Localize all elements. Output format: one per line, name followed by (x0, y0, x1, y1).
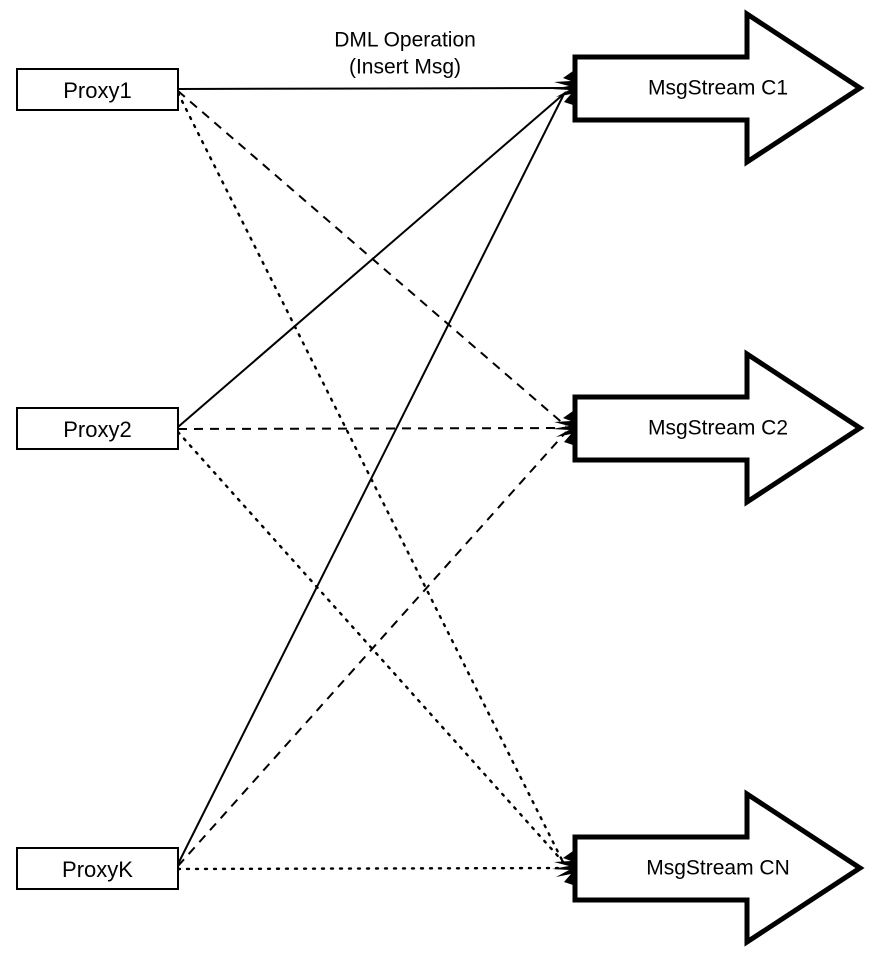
msgstream-stream-c1[interactable]: MsgStream C1 (572, 9, 865, 167)
proxy-node-proxy1[interactable]: Proxy1 (16, 68, 179, 111)
edge-caption-line1: DML Operation (334, 29, 476, 52)
proxy2-box (16, 407, 179, 450)
connections-layer (176, 87, 570, 871)
proxy-node-proxyk[interactable]: ProxyK (16, 847, 179, 890)
stream-c1-label: MsgStream C1 (648, 77, 788, 100)
arrowhead-head-c2 (552, 411, 573, 445)
connection-pk-c2 (177, 431, 567, 867)
stream-cn-shape (572, 789, 865, 947)
proxy-node-proxy2[interactable]: Proxy2 (16, 407, 179, 450)
arrowhead-head-cn (552, 851, 573, 885)
proxy1-box (16, 68, 179, 111)
msgstream-stream-c2[interactable]: MsgStream C2 (572, 349, 865, 507)
stream-c2-shape (572, 349, 865, 507)
edge-caption-line2: (Insert Msg) (349, 56, 461, 79)
edge-caption: DML Operation (Insert Msg) (334, 29, 476, 79)
connection-p2-c2 (177, 427, 569, 430)
arrowheads-layer (552, 71, 573, 885)
connection-p1-c1 (177, 87, 569, 90)
connection-p2-cn (176, 430, 567, 866)
msgstream-targets-layer: MsgStream C1 MsgStream C2 MsgStream CN (572, 9, 865, 947)
connection-pk-c1 (177, 93, 565, 865)
proxyk-box (16, 847, 179, 890)
connection-p2-c1 (177, 91, 567, 428)
connection-pk-cn (176, 866, 570, 871)
msgstream-stream-cn[interactable]: MsgStream CN (572, 789, 865, 947)
stream-cn-label: MsgStream CN (646, 857, 790, 880)
stream-c2-label: MsgStream C2 (648, 417, 788, 440)
arrowhead-head-c1 (552, 71, 573, 105)
stream-c1-shape (572, 9, 865, 167)
proxy2-label: Proxy2 (63, 417, 131, 442)
proxyk-label: ProxyK (62, 857, 133, 882)
proxy1-label: Proxy1 (63, 78, 131, 103)
